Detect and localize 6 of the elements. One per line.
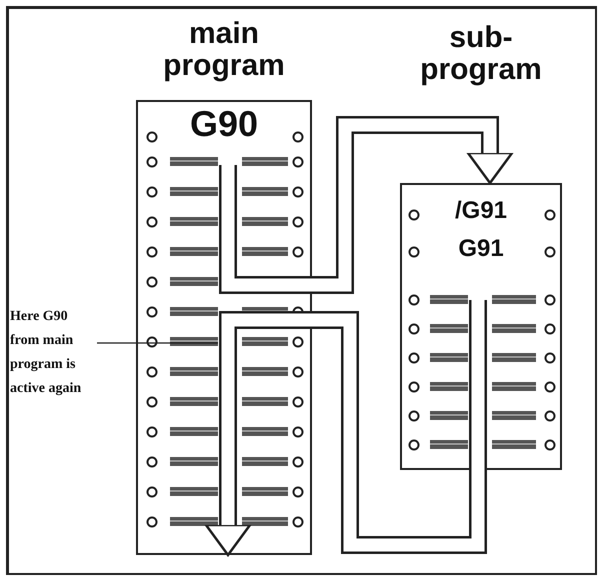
program-code: /G91 (454, 197, 508, 225)
program-code: G91 (457, 235, 505, 263)
tape-heading: sub- program (419, 22, 543, 86)
tape-heading: main program (162, 18, 286, 82)
program-code: G90 (188, 104, 260, 144)
annotation-text: Here G90 from main program is active again (10, 305, 96, 401)
